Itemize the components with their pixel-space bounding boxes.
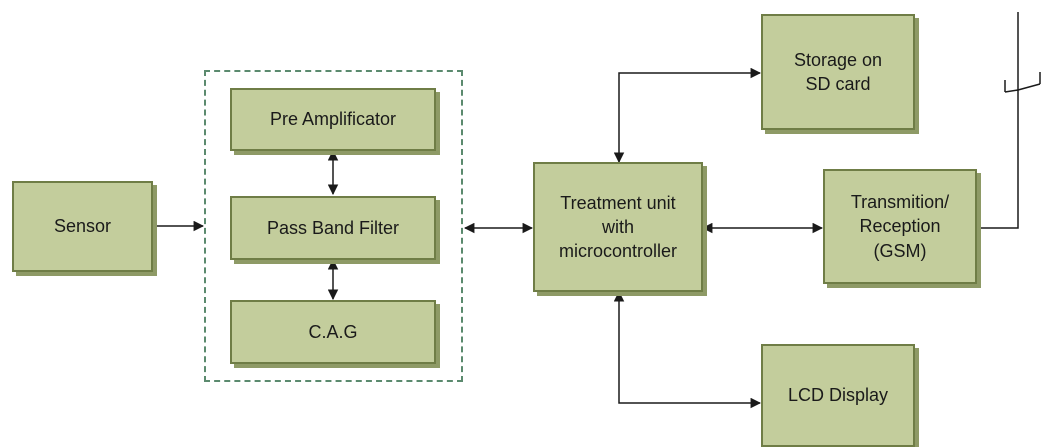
lcd-display-block: LCD Display [761, 344, 915, 447]
cag-block: C.A.G [230, 300, 436, 364]
treatment-storage-arrow [613, 67, 762, 164]
treatment-lcd-arrow [613, 290, 762, 409]
storage-block: Storage on SD card [761, 14, 915, 130]
pass-band-filter-block: Pass Band Filter [230, 196, 436, 260]
antenna-icon [1004, 12, 1041, 93]
treatment-unit-block: Treatment unit with microcontroller [533, 162, 703, 292]
sensor-block: Sensor [12, 181, 153, 272]
transmission-antenna-wire [977, 90, 1019, 229]
transmission-reception-block: Transmition/ Reception (GSM) [823, 169, 977, 284]
signal-conditioning-group [204, 70, 463, 382]
pre-amplificator-block: Pre Amplificator [230, 88, 436, 151]
